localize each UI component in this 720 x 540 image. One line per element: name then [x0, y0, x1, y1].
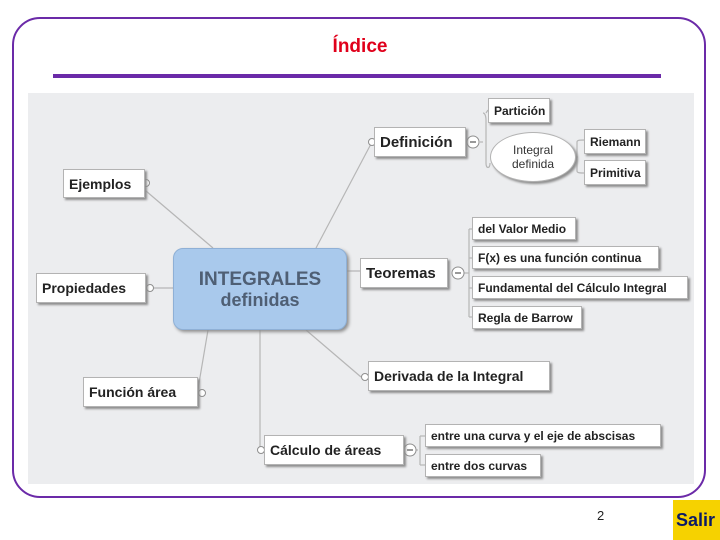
connector-dot [198, 389, 206, 397]
slide-title: Índice [332, 36, 388, 57]
node-propiedades-label: Propiedades [42, 280, 127, 296]
node-area-label: entre una curva y el eje de abscisas [431, 428, 636, 443]
node-teorema-fundamental[interactable]: Fundamental del Cálculo Integral [472, 276, 688, 299]
node-area-label: entre dos curvas [431, 458, 528, 473]
node-primitiva[interactable]: Primitiva [584, 160, 646, 185]
central-topic-line1: INTEGRALES [198, 268, 322, 290]
node-teorema-label: del Valor Medio [478, 221, 567, 236]
node-derivada-integral[interactable]: Derivada de la Integral [368, 361, 550, 391]
node-teorema-label: Regla de Barrow [478, 310, 573, 325]
node-calculo-areas[interactable]: Cálculo de áreas [264, 435, 404, 465]
node-area-dos-curvas[interactable]: entre dos curvas [425, 454, 541, 477]
node-calculo-areas-label: Cálculo de áreas [270, 442, 382, 458]
node-propiedades[interactable]: Propiedades [36, 273, 146, 303]
node-funcion-area-label: Función área [89, 384, 177, 400]
node-funcion-area[interactable]: Función área [83, 377, 198, 407]
central-topic[interactable]: INTEGRALES definidas [173, 248, 347, 330]
node-integral-definida-line1: Integral [512, 143, 554, 157]
page-number: 2 [597, 508, 605, 523]
mindmap: INTEGRALES definidas Definición Partició… [28, 93, 694, 484]
node-ejemplos-label: Ejemplos [69, 175, 132, 192]
node-riemann[interactable]: Riemann [584, 129, 646, 154]
node-integral-definida-line2: definida [511, 157, 555, 171]
slide-frame [12, 17, 706, 498]
node-regla-barrow[interactable]: Regla de Barrow [472, 306, 582, 329]
node-teorema-funcion-continua[interactable]: F(x) es una función continua [472, 246, 659, 269]
node-particion[interactable]: Partición [488, 98, 550, 123]
node-integral-definida[interactable]: Integral definida [490, 132, 576, 182]
node-primitiva-label: Primitiva [590, 165, 641, 180]
node-riemann-label: Riemann [590, 134, 641, 149]
node-teoremas-label: Teoremas [366, 264, 436, 282]
node-definicion[interactable]: Definición [374, 127, 466, 157]
node-area-curva-eje[interactable]: entre una curva y el eje de abscisas [425, 424, 661, 447]
central-topic-line2: definidas [220, 289, 300, 310]
node-particion-label: Partición [494, 103, 546, 118]
node-teorema-label: Fundamental del Cálculo Integral [478, 280, 667, 295]
exit-button[interactable]: Salir [673, 500, 720, 540]
connector-dot [146, 284, 154, 292]
node-ejemplos[interactable]: Ejemplos [63, 169, 145, 198]
node-teoremas[interactable]: Teoremas [360, 258, 448, 288]
node-derivada-integral-label: Derivada de la Integral [374, 368, 524, 384]
node-teorema-label: F(x) es una función continua [478, 250, 642, 265]
node-definicion-label: Definición [380, 133, 453, 151]
title-underline [53, 74, 661, 78]
node-teorema-valor-medio[interactable]: del Valor Medio [472, 217, 576, 240]
